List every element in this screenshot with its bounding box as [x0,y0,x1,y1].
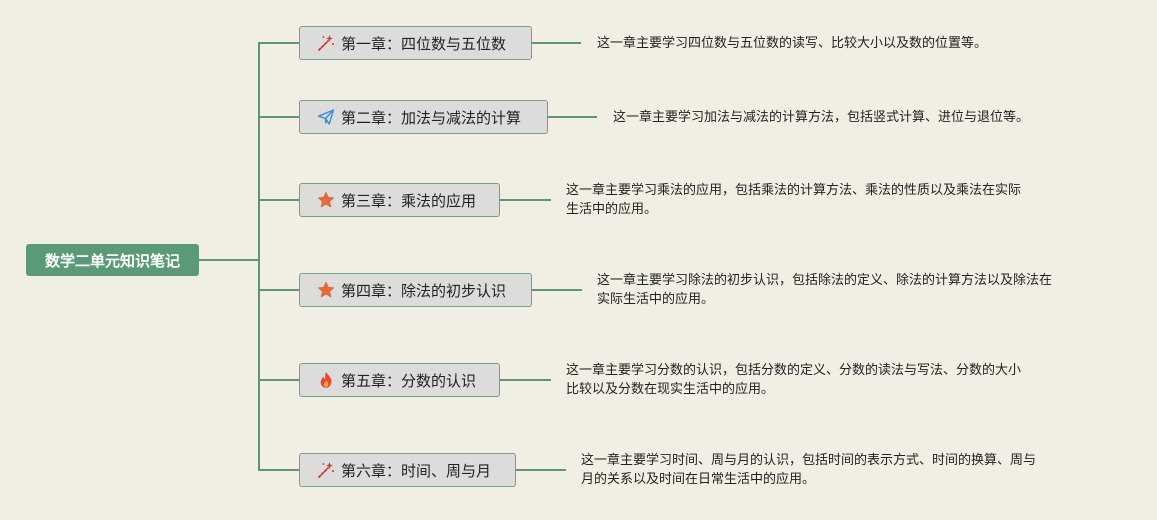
star-icon [317,191,335,209]
chapter-description-2: 这一章主要学习加法与减法的计算方法，包括竖式计算、进位与退位等。 [613,108,1029,127]
flame-icon [317,371,335,389]
chapter-description-3: 这一章主要学习乘法的应用，包括乘法的计算方法、乘法的性质以及乘法在实际 生活中的… [566,181,1021,219]
sparkle-wand-icon [317,461,335,479]
description-line: 实际生活中的应用。 [597,292,715,307]
chapter-description-5: 这一章主要学习分数的认识，包括分数的定义、分数的读法与写法、分数的大小 比较以及… [566,361,1021,399]
root-node[interactable]: 数学二单元知识笔记 [26,244,199,276]
chapter-node-3[interactable]: 第三章：乘法的应用 [299,183,500,217]
description-line: 比较以及分数在现实生活中的应用。 [566,382,775,397]
chapter-description-6: 这一章主要学习时间、周与月的认识，包括时间的表示方式、时间的换算、周与 月的关系… [581,451,1036,489]
chapter-description-1: 这一章主要学习四位数与五位数的读写、比较大小以及数的位置等。 [597,34,987,53]
description-line: 这一章主要学习分数的认识，包括分数的定义、分数的读法与写法、分数的大小 [566,363,1022,378]
chapter-node-1[interactable]: 第一章：四位数与五位数 [299,26,532,60]
chapter-label: 第六章：时间、周与月 [341,461,492,480]
description-line: 月的关系以及时间在日常生活中的应用。 [581,472,816,487]
star-icon [317,281,335,299]
chapter-label: 第五章：分数的认识 [341,371,477,390]
chapter-label: 第四章：除法的初步认识 [341,281,507,300]
chapter-label: 第三章：乘法的应用 [341,191,477,210]
sparkle-wand-icon [317,34,335,52]
description-line: 这一章主要学习四位数与五位数的读写、比较大小以及数的位置等。 [597,36,988,51]
paper-plane-icon [317,108,335,126]
chapter-node-6[interactable]: 第六章：时间、周与月 [299,453,516,487]
description-line: 生活中的应用。 [566,202,658,217]
description-line: 这一章主要学习加法与减法的计算方法，包括竖式计算、进位与退位等。 [613,110,1030,125]
root-label: 数学二单元知识笔记 [44,251,180,270]
description-line: 这一章主要学习除法的初步认识，包括除法的定义、除法的计算方法以及除法在 [597,273,1053,288]
chapter-label: 第二章：加法与减法的计算 [341,108,522,127]
chapter-label: 第一章：四位数与五位数 [341,34,507,53]
chapter-description-4: 这一章主要学习除法的初步认识，包括除法的定义、除法的计算方法以及除法在 实际生活… [597,271,1052,309]
description-line: 这一章主要学习时间、周与月的认识，包括时间的表示方式、时间的换算、周与 [581,453,1037,468]
chapter-node-5[interactable]: 第五章：分数的认识 [299,363,500,397]
chapter-node-2[interactable]: 第二章：加法与减法的计算 [299,100,548,134]
chapter-node-4[interactable]: 第四章：除法的初步认识 [299,273,532,307]
description-line: 这一章主要学习乘法的应用，包括乘法的计算方法、乘法的性质以及乘法在实际 [566,183,1022,198]
